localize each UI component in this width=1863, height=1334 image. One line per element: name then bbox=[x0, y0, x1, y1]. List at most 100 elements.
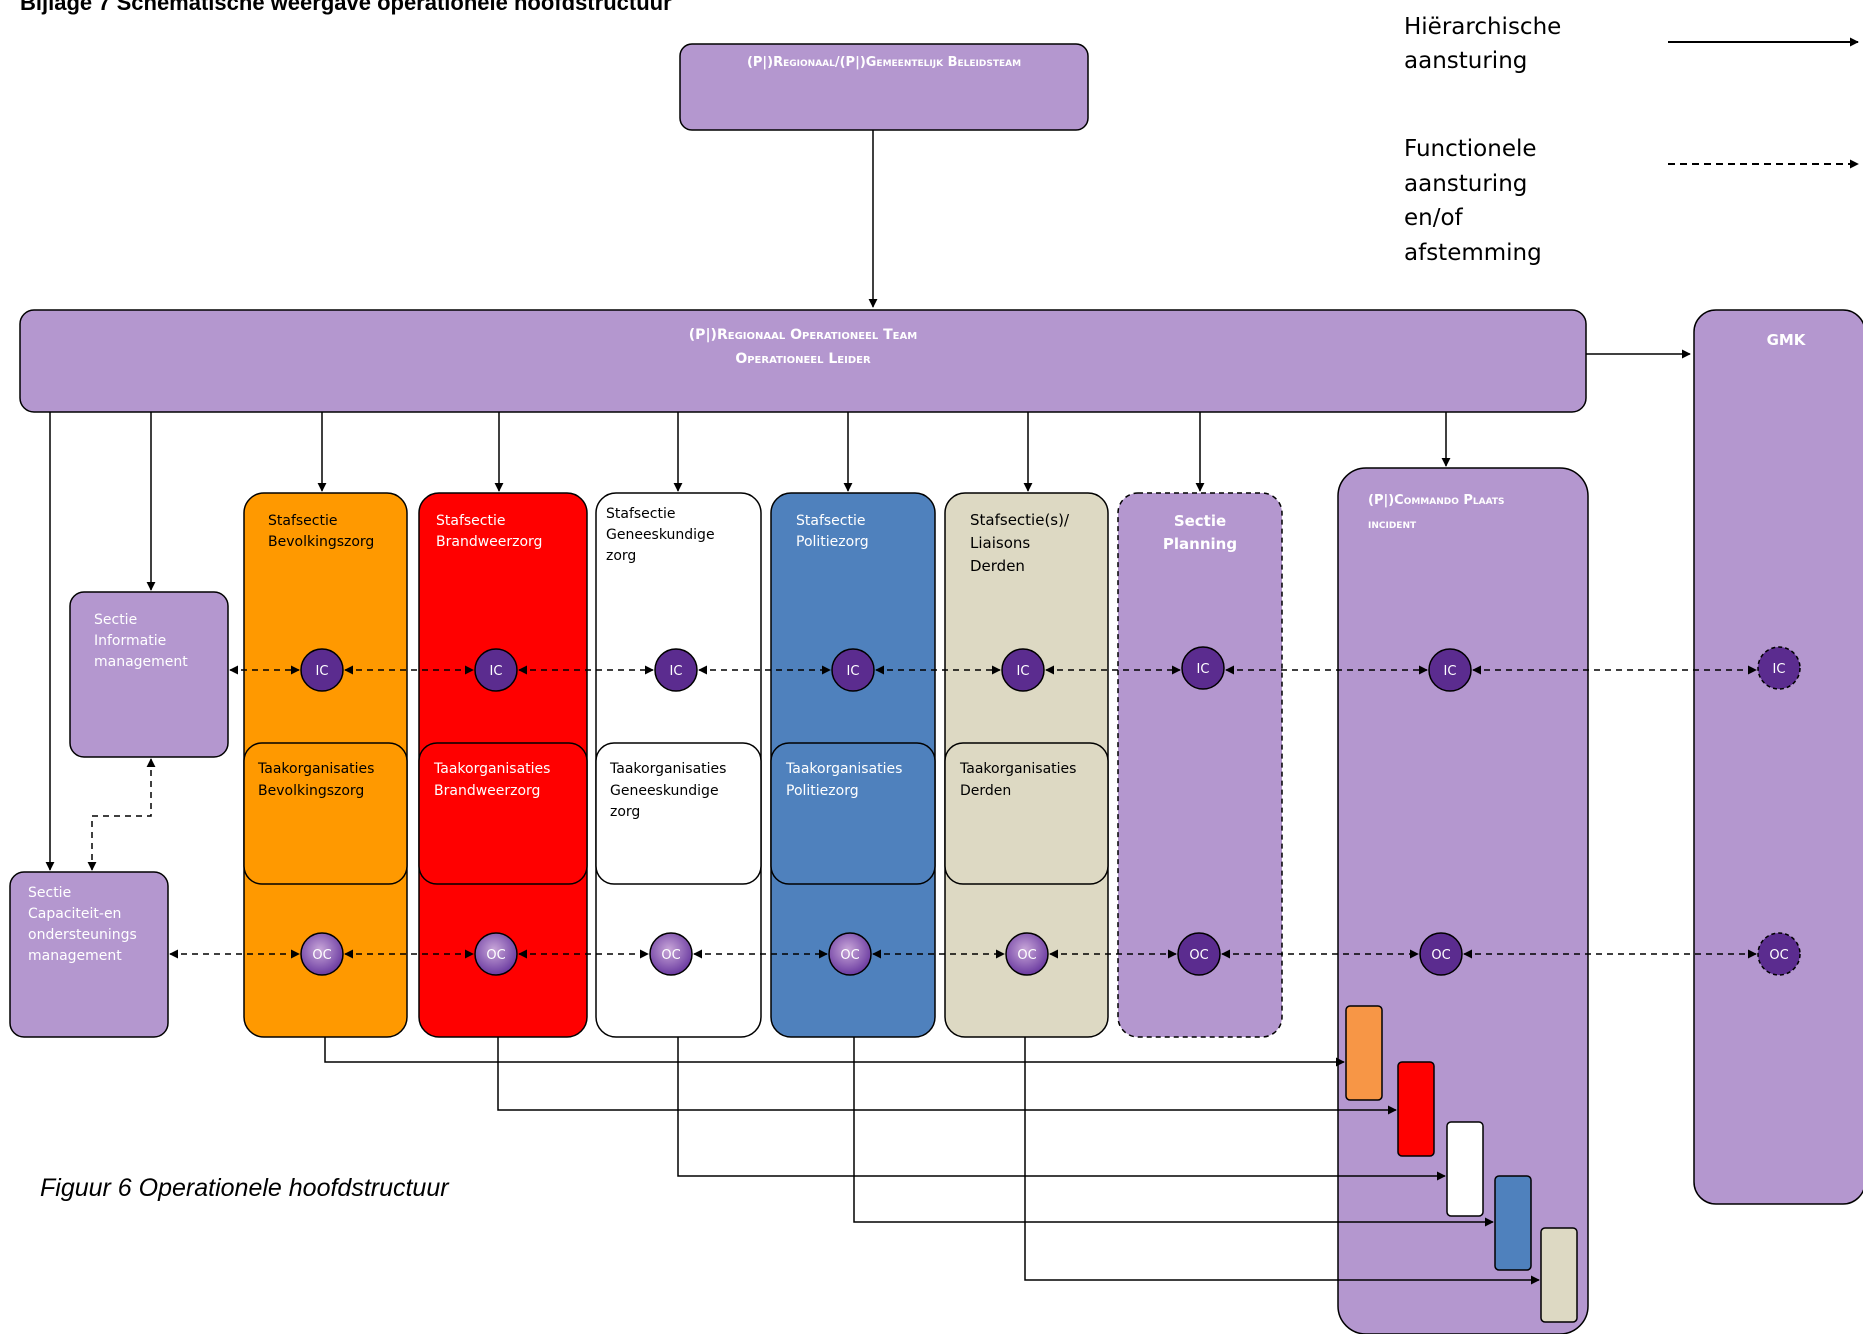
connector-geneeskundig bbox=[677, 1037, 1446, 1181]
ic-label: IC bbox=[490, 664, 503, 679]
task-box bbox=[944, 742, 1109, 885]
figure-caption: Figuur 6 Operationele hoofdstructuur bbox=[40, 1174, 450, 1202]
legend-functional-line3: en/of bbox=[1404, 205, 1464, 231]
task-box bbox=[418, 742, 588, 885]
oc-node: OC bbox=[828, 932, 872, 976]
legend: Hiërarchische aansturing Functionele aan… bbox=[1404, 14, 1859, 266]
oc-node: OC bbox=[649, 932, 693, 976]
copi-mini-politie bbox=[1494, 1175, 1532, 1271]
column-derden: Stafsectie(s)/ Liaisons Derden Taakorgan… bbox=[944, 492, 1109, 1038]
header-line: Derden bbox=[970, 557, 1025, 575]
task-box bbox=[770, 742, 936, 885]
ic-node: IC bbox=[1181, 646, 1225, 690]
header-line: Stafsectie bbox=[796, 513, 865, 529]
ic-node: IC bbox=[1757, 646, 1801, 690]
task-line: Derden bbox=[960, 783, 1011, 799]
ic-node: IC bbox=[1001, 648, 1045, 692]
ic-nodes: IC IC IC IC IC IC IC IC bbox=[300, 646, 1801, 692]
ic-label: IC bbox=[670, 664, 683, 679]
copi-mini-bevolkingszorg bbox=[1345, 1005, 1383, 1101]
copi-label-line2: incident bbox=[1368, 517, 1417, 532]
ic-node: IC bbox=[300, 648, 344, 692]
gmk-box bbox=[1693, 309, 1863, 1205]
gmk-label: GMK bbox=[1767, 331, 1807, 349]
connector-derden bbox=[1024, 1037, 1540, 1285]
oc-nodes: OC OC OC OC OC OC OC OC bbox=[300, 932, 1801, 976]
task-box bbox=[595, 742, 762, 885]
oc-node: OC bbox=[1005, 932, 1049, 976]
page-title: Bijlage 7 Schematische weergave operatio… bbox=[20, 0, 672, 15]
rot-label-line2: Operationeel Leider bbox=[735, 351, 871, 367]
ic-node: IC bbox=[654, 648, 698, 692]
sim-scom-dashed-link bbox=[87, 758, 156, 871]
ic-label: IC bbox=[1197, 662, 1210, 677]
planning-line1: Sectie bbox=[1174, 512, 1226, 530]
column-to-copi-connectors bbox=[324, 1037, 1540, 1285]
scom-line2: Capaciteit-en bbox=[28, 906, 121, 922]
legend-functional-line4: afstemming bbox=[1404, 240, 1542, 266]
header-line: Stafsectie bbox=[268, 513, 337, 529]
header-line: Stafsectie bbox=[436, 513, 505, 529]
header-line: Bevolkingszorg bbox=[268, 534, 374, 550]
copi-mini-geneeskundig bbox=[1446, 1121, 1484, 1217]
scom-line3: ondersteunings bbox=[28, 927, 137, 943]
ic-label: IC bbox=[316, 664, 329, 679]
section-planning bbox=[1117, 492, 1283, 1038]
oc-label: OC bbox=[1017, 948, 1036, 963]
task-line: Geneeskundige bbox=[610, 783, 719, 799]
copi-mini-brandweerzorg bbox=[1397, 1061, 1435, 1157]
column-politiezorg: Stafsectie Politiezorg Taakorganisaties … bbox=[770, 492, 936, 1038]
sim-line2: Informatie bbox=[94, 633, 166, 649]
oc-label: OC bbox=[1189, 948, 1208, 963]
connector-politie bbox=[853, 1037, 1494, 1227]
oc-node: OC bbox=[1177, 932, 1221, 976]
ic-label: IC bbox=[1017, 664, 1030, 679]
ic-node: IC bbox=[474, 648, 518, 692]
header-line: Brandweerzorg bbox=[436, 534, 542, 550]
task-line: Politiezorg bbox=[786, 783, 859, 799]
rot-label-line1: (P|)Regionaal Operationeel Team bbox=[689, 327, 917, 343]
oc-label: OC bbox=[1769, 948, 1788, 963]
copi-mini-derden bbox=[1540, 1227, 1578, 1323]
section-capacity-management bbox=[9, 871, 169, 1038]
policy-team-box bbox=[679, 43, 1089, 131]
header-line: Geneeskundige bbox=[606, 527, 715, 543]
header-line: Stafsectie(s)/ bbox=[970, 511, 1070, 529]
header-line: Politiezorg bbox=[796, 534, 869, 550]
oc-label: OC bbox=[1431, 948, 1450, 963]
ic-node: IC bbox=[831, 648, 875, 692]
header-line: Stafsectie bbox=[606, 506, 675, 522]
task-line: Taakorganisaties bbox=[959, 761, 1076, 777]
copi-label-line1: (P|)Commando Plaats bbox=[1368, 493, 1505, 508]
header-line: zorg bbox=[606, 548, 636, 564]
oc-label: OC bbox=[312, 948, 331, 963]
task-line: Taakorganisaties bbox=[257, 761, 374, 777]
task-line: Taakorganisaties bbox=[609, 761, 726, 777]
task-box bbox=[243, 742, 408, 885]
oc-node: OC bbox=[1757, 932, 1801, 976]
oc-node: OC bbox=[474, 932, 518, 976]
ic-label: IC bbox=[847, 664, 860, 679]
task-line: Taakorganisaties bbox=[433, 761, 550, 777]
connector-bevolkingszorg bbox=[324, 1037, 1345, 1067]
ic-label: IC bbox=[1444, 664, 1457, 679]
column-brandweerzorg: Stafsectie Brandweerzorg Taakorganisatie… bbox=[418, 492, 588, 1038]
scom-line4: management bbox=[28, 948, 122, 964]
section-information-management bbox=[69, 591, 229, 758]
connector-brandweerzorg bbox=[497, 1037, 1397, 1115]
oc-node: OC bbox=[1419, 932, 1463, 976]
sim-line1: Sectie bbox=[94, 612, 137, 628]
task-line: Brandweerzorg bbox=[434, 783, 540, 799]
oc-label: OC bbox=[840, 948, 859, 963]
oc-node: OC bbox=[300, 932, 344, 976]
ic-label: IC bbox=[1773, 662, 1786, 677]
policy-team-label: (P|)Regionaal/(P|)Gemeentelijk Beleidste… bbox=[747, 55, 1021, 70]
task-line: zorg bbox=[610, 804, 640, 820]
sim-line3: management bbox=[94, 654, 188, 670]
task-line: Bevolkingszorg bbox=[258, 783, 364, 799]
rot-box bbox=[19, 309, 1587, 413]
legend-hierarchical-line1: Hiërarchische bbox=[1404, 14, 1561, 40]
oc-label: OC bbox=[486, 948, 505, 963]
column-geneeskundige-zorg: Stafsectie Geneeskundige zorg Taakorgani… bbox=[595, 492, 762, 1038]
